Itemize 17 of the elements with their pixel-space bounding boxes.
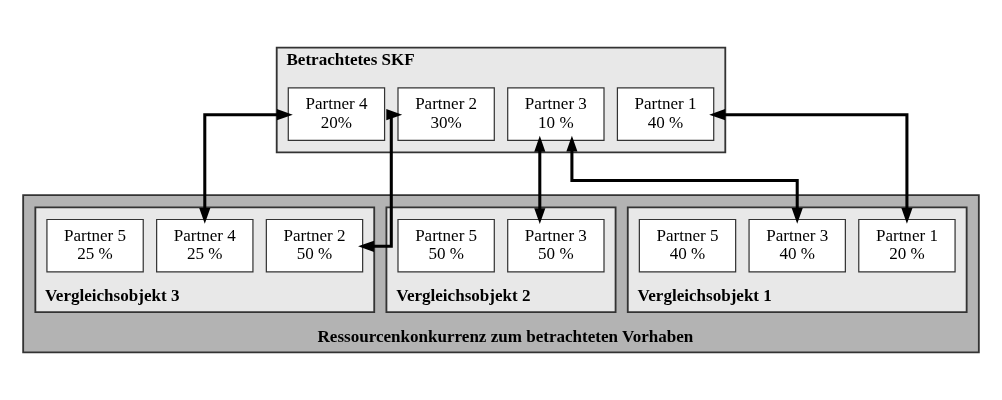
node-box: Partner 4 25 % [156,218,254,273]
node-box: Partner 5 50 % [397,218,495,273]
node-box: Partner 1 20 % [858,218,956,273]
node-box: Partner 3 10 % [507,87,605,141]
node-box: Partner 3 40 % [748,218,846,273]
node-box: Partner 4 20% [287,87,386,141]
arrow [566,135,803,224]
arrow [534,135,546,225]
arrow [358,109,403,252]
node-box: Partner 1 40 % [616,87,715,141]
node-box: Partner 3 50 % [507,218,605,273]
node-box: Partner 2 30% [397,87,495,141]
arrow [709,109,913,224]
node-box: Partner 5 25 % [46,218,144,273]
node-box: Partner 2 50 % [265,218,364,273]
node-box: Partner 5 40 % [638,218,737,273]
arrow [199,109,293,224]
